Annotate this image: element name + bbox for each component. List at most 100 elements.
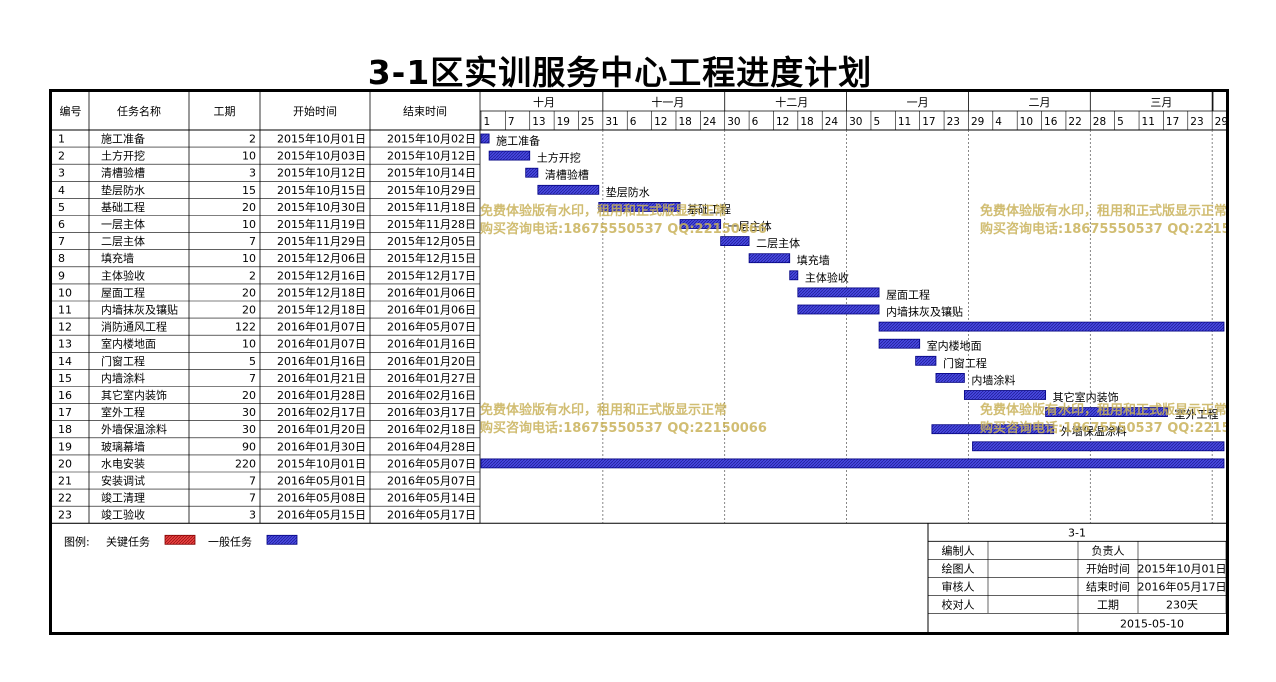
task-id: 2 bbox=[58, 150, 65, 163]
task-end: 2016年03月17日 bbox=[387, 405, 476, 419]
task-start: 2015年12月18日 bbox=[277, 303, 366, 317]
tick-label: 25 bbox=[581, 116, 594, 128]
task-id: 19 bbox=[58, 440, 72, 453]
month-label: 十月 bbox=[533, 95, 555, 109]
watermark-line: 购买咨询电话:18675550537 QQ:22150066 bbox=[980, 221, 1226, 237]
month-label: 十一月 bbox=[651, 95, 684, 109]
watermark-line: 购买咨询电话:18675550537 QQ:22150066 bbox=[480, 221, 767, 237]
bar-label: 二层主体 bbox=[756, 236, 800, 250]
tick-label: 29 bbox=[1215, 116, 1226, 128]
task-name: 二层主体 bbox=[101, 234, 145, 248]
tick-label: 23 bbox=[1190, 116, 1203, 128]
column-header: 编号 bbox=[60, 104, 82, 118]
task-id: 16 bbox=[58, 389, 72, 402]
task-bar bbox=[480, 133, 490, 144]
task-name: 消防通风工程 bbox=[101, 320, 167, 334]
legend-normal-swatch bbox=[266, 534, 298, 545]
task-bar bbox=[878, 338, 921, 349]
column-header: 开始时间 bbox=[293, 104, 337, 118]
info-date: 2015-05-10 bbox=[1120, 617, 1184, 630]
task-id: 13 bbox=[58, 338, 72, 351]
task-start: 2015年11月19日 bbox=[277, 217, 366, 231]
task-start: 2016年01月07日 bbox=[277, 337, 366, 351]
tick-label: 29 bbox=[971, 116, 984, 128]
task-start: 2015年10月30日 bbox=[277, 200, 366, 214]
tick-label: 30 bbox=[849, 116, 862, 128]
info-cell: 结束时间 bbox=[1086, 580, 1130, 593]
tick-label: 5 bbox=[873, 116, 880, 128]
month-label: 三月 bbox=[1150, 96, 1172, 109]
watermark-layer: 免费体验版有水印，租用和正式版显示正常 购买咨询电话:18675550537 QQ… bbox=[480, 203, 1226, 436]
tick-label: 18 bbox=[678, 116, 691, 128]
bar-label: 主体验收 bbox=[805, 270, 849, 284]
task-end: 2016年04月28日 bbox=[387, 439, 476, 453]
task-bar bbox=[935, 372, 965, 383]
task-id: 9 bbox=[58, 269, 65, 282]
bar-label: 土方开挖 bbox=[537, 151, 581, 165]
task-name: 屋面工程 bbox=[101, 286, 145, 299]
task-bar bbox=[972, 441, 1225, 452]
task-duration: 15 bbox=[242, 184, 256, 197]
task-duration: 3 bbox=[249, 509, 256, 522]
task-end: 2015年10月29日 bbox=[387, 183, 476, 197]
task-start: 2016年02月17日 bbox=[277, 405, 366, 419]
legend-critical-swatch bbox=[164, 534, 196, 545]
task-bar bbox=[797, 287, 880, 298]
task-end: 2016年01月16日 bbox=[387, 337, 476, 351]
task-id: 4 bbox=[58, 184, 65, 197]
task-duration: 10 bbox=[242, 338, 256, 351]
task-name: 垫层防水 bbox=[101, 183, 145, 197]
task-name: 内墙抹灰及镶贴 bbox=[101, 303, 178, 317]
task-id: 14 bbox=[58, 355, 72, 368]
tick-label: 24 bbox=[825, 116, 839, 128]
task-id: 6 bbox=[58, 218, 65, 231]
tick-label: 17 bbox=[1166, 116, 1179, 128]
gantt-frame: 编号任务名称工期开始时间结束时间十月十一月十二月一月二月三月四月五月171319… bbox=[49, 89, 1229, 635]
task-duration: 2 bbox=[249, 269, 256, 282]
task-id: 18 bbox=[58, 423, 72, 436]
task-duration: 7 bbox=[249, 492, 256, 505]
info-cell: 2015年10月01日 bbox=[1138, 561, 1227, 575]
task-duration: 10 bbox=[242, 218, 256, 231]
info-cell: 开始时间 bbox=[1086, 561, 1130, 575]
task-end: 2016年05月07日 bbox=[387, 320, 476, 334]
month-label: 一月 bbox=[907, 96, 929, 109]
page-title: 3-1区实训服务中心工程进度计划 bbox=[367, 53, 873, 92]
task-start: 2016年01月21日 bbox=[277, 371, 366, 385]
table-header: 编号任务名称工期开始时间结束时间十月十一月十二月一月二月三月四月五月171319… bbox=[60, 95, 1227, 128]
task-end: 2015年11月18日 bbox=[387, 200, 476, 214]
task-start: 2016年01月07日 bbox=[277, 320, 366, 334]
watermark-line: 免费体验版有水印，租用和正式版显示正常 bbox=[480, 402, 727, 418]
task-duration: 90 bbox=[242, 440, 256, 453]
task-name: 安装调试 bbox=[101, 474, 145, 488]
task-id: 3 bbox=[58, 167, 65, 180]
task-bar bbox=[878, 321, 1225, 332]
task-id: 10 bbox=[58, 286, 72, 299]
task-duration: 10 bbox=[242, 150, 256, 163]
bar-label: 室内楼地面 bbox=[927, 339, 982, 353]
task-duration: 7 bbox=[249, 475, 256, 488]
task-start: 2016年05月08日 bbox=[277, 491, 366, 505]
task-start: 2015年10月01日 bbox=[277, 456, 366, 470]
task-end: 2016年01月27日 bbox=[387, 371, 476, 385]
info-cell: 绘图人 bbox=[942, 561, 975, 575]
info-cell: 负责人 bbox=[1092, 543, 1125, 557]
task-bar bbox=[1045, 407, 1168, 418]
task-start: 2016年01月20日 bbox=[277, 422, 366, 436]
bar-label: 其它室内装饰 bbox=[1053, 390, 1119, 404]
task-end: 2015年10月12日 bbox=[387, 149, 476, 163]
task-end: 2016年02月16日 bbox=[387, 388, 476, 402]
task-start: 2015年12月16日 bbox=[277, 268, 366, 282]
task-bar bbox=[748, 253, 791, 264]
task-duration: 20 bbox=[242, 304, 256, 317]
